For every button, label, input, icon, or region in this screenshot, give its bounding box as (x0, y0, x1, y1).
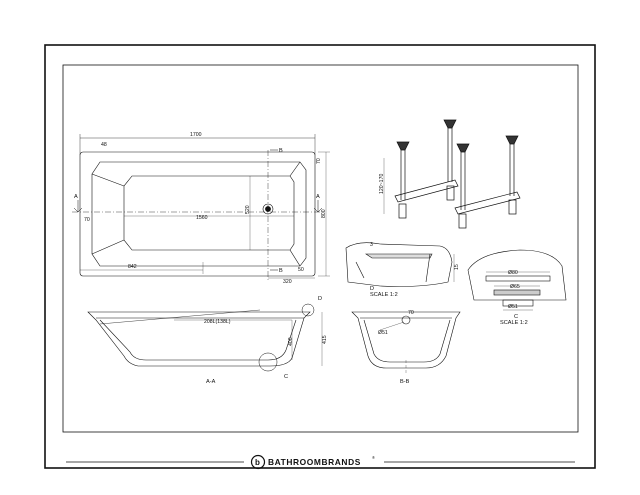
section-bb (351, 311, 461, 374)
plan-right-bottom: 50 (298, 267, 304, 273)
plan-inner-length: 1560 (196, 215, 208, 221)
outer-frame (44, 44, 596, 469)
plan-offset-top: 48 (101, 142, 107, 148)
detail-c-d1: Ø80 (508, 270, 518, 276)
detail-c-scale: SCALE 1:2 (500, 320, 528, 326)
detail-d-title: D (370, 286, 374, 292)
detail-d-dim-side: 15 (454, 264, 460, 270)
section-aa-detail-d: D (318, 296, 322, 302)
section-aa (87, 303, 323, 372)
detail-d-scale: SCALE 1:2 (370, 292, 398, 298)
section-bb-waste: Ø51 (378, 330, 388, 336)
plan-section-a-left: A (74, 194, 78, 200)
plan-waste-center: 320 (283, 279, 292, 285)
brand-trademark: ® (372, 455, 375, 460)
detail-d-dim-top: 3 (370, 242, 373, 248)
legs-assembly (383, 119, 521, 229)
plan-overall-length: 1700 (190, 132, 202, 138)
plan-section-b-bottom: B (279, 268, 283, 274)
plan-offset-left: 70 (84, 217, 90, 223)
section-aa-title: A-A (206, 379, 216, 385)
plan-width: 800 (321, 209, 327, 218)
section-bb-overflow: 70 (408, 310, 414, 316)
detail-c-d3: Ø51 (508, 304, 518, 310)
legs-height: 120~170 (379, 174, 385, 194)
brand-logo-mark: b (255, 458, 260, 467)
plan-section-a-right: A (316, 194, 320, 200)
section-aa-height-outer: 415 (322, 335, 328, 344)
detail-c-d2: Ø65 (510, 284, 520, 290)
brand-logo-icon (250, 454, 266, 470)
plan-section-b-top: B (279, 148, 283, 154)
section-bb-title: B-B (400, 379, 410, 385)
inner-frame (62, 64, 579, 433)
section-aa-capacity: 208L(138L) (204, 319, 231, 325)
plan-view (72, 134, 330, 280)
plan-right-top: 70 (316, 158, 322, 164)
plan-inner-width: 520 (245, 205, 251, 214)
detail-d (345, 242, 455, 287)
detail-c-title: C (514, 314, 518, 320)
brand-footer: b BATHROOMBRANDS ® (66, 454, 575, 470)
section-aa-height-inner: 400 (288, 337, 294, 346)
brand-name: BATHROOMBRANDS (268, 457, 361, 467)
section-aa-detail-c: C (284, 374, 288, 380)
detail-c (467, 249, 567, 311)
plan-waste-offset: 842 (128, 264, 137, 270)
